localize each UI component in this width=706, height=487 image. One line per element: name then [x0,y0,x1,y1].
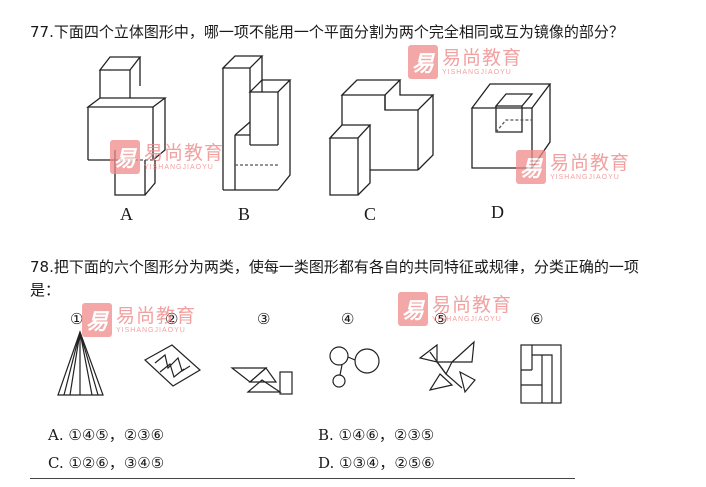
figure-78-2-number: ② [165,310,179,328]
figure-77-c-label: C [364,204,377,224]
option-a[interactable]: A. ①④⑤，②③⑥ [48,426,165,444]
question-78-text-line2: 是： [30,281,61,299]
figure-78-3-number: ③ [257,310,271,328]
figure-77-a-label: A [120,204,133,224]
figure-77-d-label: D [491,202,504,222]
figure-77-b-label: B [238,204,251,224]
option-c[interactable]: C. ①②⑥，③④⑤ [48,454,165,472]
figure-78-6-number: ⑥ [530,310,544,328]
figure-78-1-number: ① [70,310,84,328]
bottom-divider [30,478,575,479]
question-77-text: 77.下面四个立体图形中，哪一项不能用一个平面分割为两个完全相同或互为镜像的部分… [30,23,624,41]
figure-78-5-number: ⑤ [434,310,448,328]
figure-78-4-number: ④ [341,310,355,328]
option-d[interactable]: D. ①③④，②⑤⑥ [318,454,435,472]
question-78-text-line1: 78.把下面的六个图形分为两类，使每一类图形都有各自的共同特征或规律，分类正确的… [30,258,639,276]
option-b[interactable]: B. ①④⑥，②③⑤ [318,426,435,444]
